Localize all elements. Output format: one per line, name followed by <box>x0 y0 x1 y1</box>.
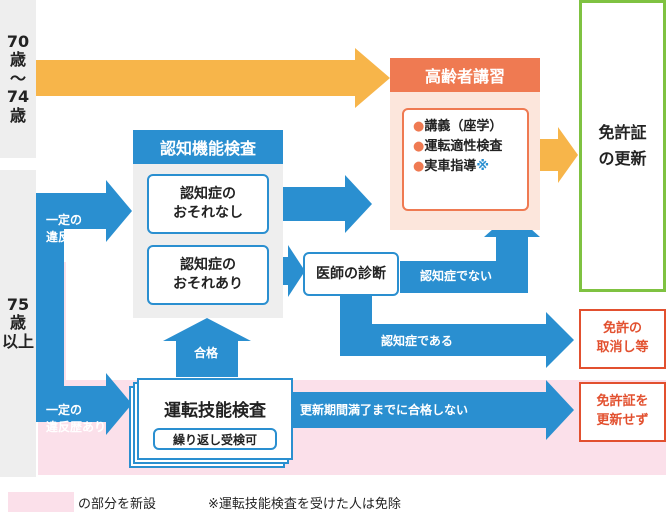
label-dementia: 認知症である <box>381 334 453 348</box>
license-renewal-box: 免許証 の更新 <box>579 0 666 292</box>
age-group-75-plus: 75 歳 以上 <box>0 170 36 477</box>
arrow-70-74-to-course <box>36 48 390 108</box>
arrow-no-risk-to-course <box>272 175 372 233</box>
no-renewal-box: 免許証を 更新せず <box>579 382 666 442</box>
course-item: ●実車指導※ <box>413 159 489 174</box>
cognitive-test-title: 認知機能検査 <box>133 130 283 164</box>
bullet-icon: ● <box>413 139 425 154</box>
arrow-no-violation <box>64 180 132 242</box>
note-mark: ※ <box>476 159 489 174</box>
legend-exempt-note: ※運転技能検査を受けた人は免除 <box>208 497 401 512</box>
arrow-pass <box>163 318 251 377</box>
legend-swatch <box>8 492 74 512</box>
label-fail: 更新期間満了までに合格しない <box>300 403 469 417</box>
senior-course-list: ●講義（座学） ●運転適性検査 ●実車指導※ <box>402 108 529 211</box>
arrow-fail <box>292 380 574 440</box>
arrow-not-dementia <box>400 212 540 293</box>
bullet-icon: ● <box>413 119 425 134</box>
driving-test-retake: 繰り返し受検可 <box>153 428 277 450</box>
age-group-70-74: 70 歳 〜 74 歳 <box>0 0 36 158</box>
course-item: ●講義（座学） <box>413 119 503 134</box>
legend-new-label: の部分を新設 <box>78 497 157 512</box>
arrow-violation <box>36 373 132 435</box>
doctor-diagnosis-box: 医師の診断 <box>303 252 399 296</box>
dementia-risk-box: 認知症の おそれあり <box>147 245 269 305</box>
senior-course-title: 高齢者講習 <box>390 58 540 92</box>
bullet-icon: ● <box>413 159 425 174</box>
course-item: ●運転適性検査 <box>413 139 503 154</box>
label-pass: 合格 <box>194 346 219 360</box>
label-violation: 一定の 違反歴あり <box>46 403 107 435</box>
driving-test-box: 運転技能検査 繰り返し受検可 <box>137 378 293 460</box>
arrow-course-to-renewal <box>540 127 578 183</box>
driving-test-title: 運転技能検査 <box>164 401 266 421</box>
label-not-dementia: 認知症でない <box>420 269 493 283</box>
arrow-dementia <box>340 296 574 368</box>
label-no-violation: 一定の 違反歴なし <box>46 213 107 245</box>
license-revoke-box: 免許の 取消し等 <box>579 309 666 369</box>
no-dementia-risk-box: 認知症の おそれなし <box>147 174 269 234</box>
